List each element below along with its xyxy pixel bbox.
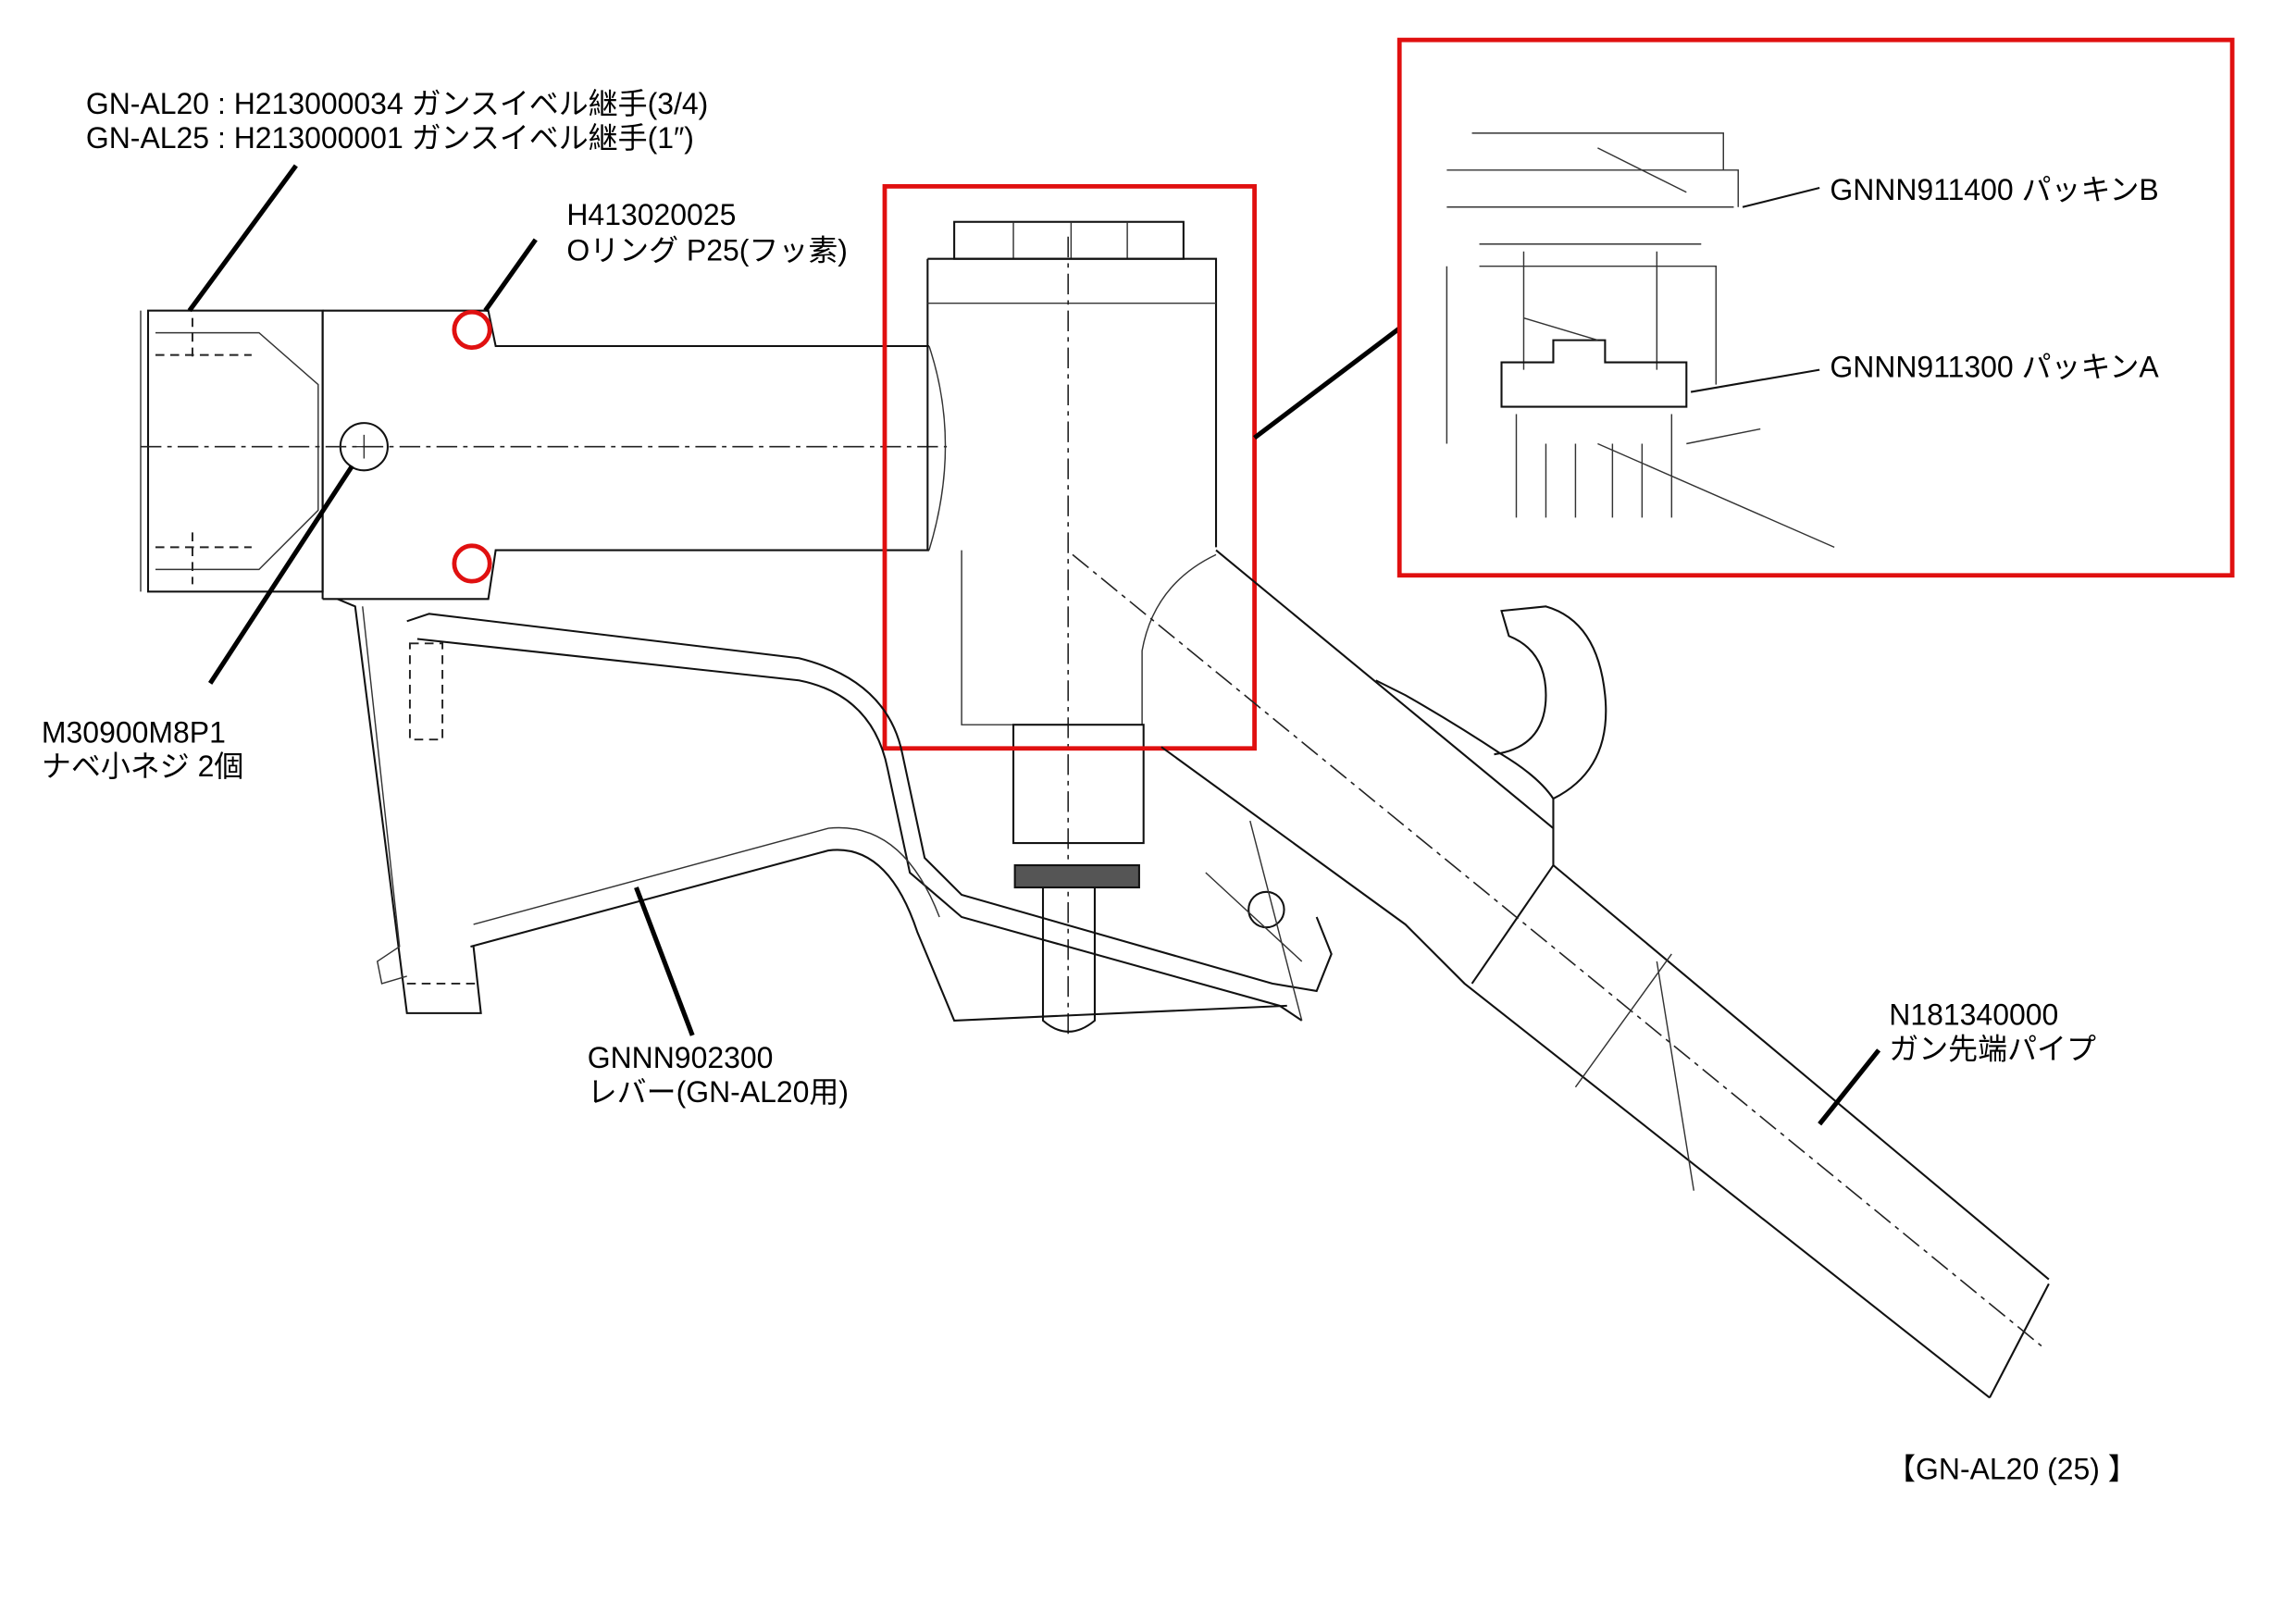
lever — [406, 613, 1333, 1022]
detail-leader-line — [1253, 326, 1401, 440]
body-block — [141, 309, 948, 601]
o-ring-part-no: H413020025 — [566, 198, 736, 231]
swivel-joint-label-al25: GN-AL25 : H213000001 ガンスイベル継手(1″) — [86, 121, 694, 155]
packing-b-label: GNNN911400 パッキンB — [1830, 173, 2158, 206]
nozzle-pipe — [1072, 549, 2050, 1399]
o-ring-name: Oリング P25(フッ素) — [566, 233, 848, 267]
screw-name: ナベ小ネジ 2個 — [42, 750, 243, 783]
nozzle-pipe-name: ガン先端パイプ — [1889, 1032, 2096, 1065]
lever-part-no: GNNN902300 — [588, 1041, 774, 1074]
leader-lines — [187, 164, 1881, 1126]
detail-inset[interactable]: GNNN911400 パッキンB GNNN911300 パッキンA — [1396, 37, 2235, 578]
handle — [337, 598, 482, 1014]
model-title: 【GN-AL20 (25) 】 — [1886, 1452, 2138, 1485]
packing-a-label: GNNN911300 パッキンA — [1830, 351, 2159, 384]
screw-part-no: M30900M8P1 — [42, 715, 226, 749]
valve-body — [926, 220, 1218, 1035]
detail-highlight-box — [882, 183, 1257, 751]
o-ring-marker-top — [452, 309, 492, 351]
lever-name: レバー(GN-AL20用) — [588, 1075, 849, 1109]
swivel-joint-label-al20: GN-AL20 : H213000034 ガンスイベル継手(3/4) — [86, 87, 708, 120]
o-ring-marker-bottom — [452, 543, 492, 584]
nozzle-pipe-part-no: N181340000 — [1889, 998, 2058, 1032]
